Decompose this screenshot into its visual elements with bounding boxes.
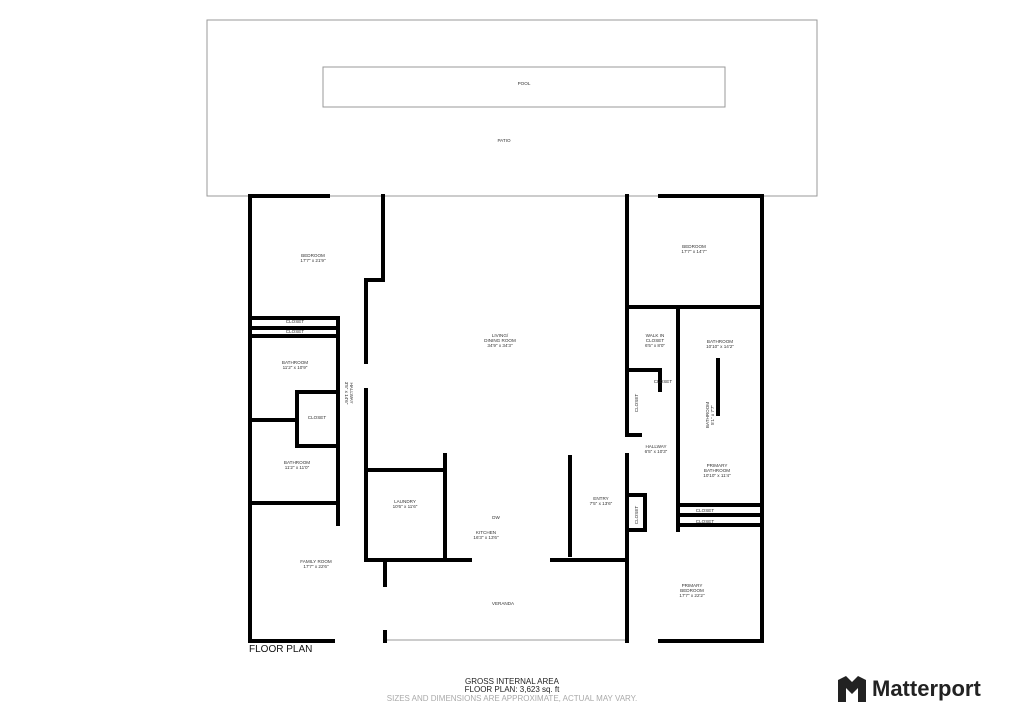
svg-text:BEDROOM: BEDROOM <box>680 588 704 593</box>
svg-text:CLOSET: CLOSET <box>308 415 327 420</box>
svg-text:10'10" x 14'2": 10'10" x 14'2" <box>706 344 734 349</box>
matterport-logo-icon <box>838 676 866 702</box>
svg-text:17'7" x 14'7": 17'7" x 14'7" <box>681 249 707 254</box>
label-living: LIVING/ <box>492 333 509 338</box>
floor-plan-label: FLOOR PLAN <box>249 644 313 655</box>
svg-text:6'5" x 8'0": 6'5" x 8'0" <box>645 343 665 348</box>
label-hallway: HALLWAY <box>349 382 354 403</box>
svg-text:CLOSET: CLOSET <box>654 379 673 384</box>
svg-text:17'7" x 21'9": 17'7" x 21'9" <box>300 258 326 263</box>
label-patio: PATIO <box>497 138 511 143</box>
label-bathroom: BATHROOM <box>282 360 308 365</box>
gia-value: FLOOR PLAN: 3,623 sq. ft <box>464 685 560 694</box>
svg-text:CLOSET: CLOSET <box>634 394 639 413</box>
patio-outline <box>206 19 818 197</box>
label-veranda: VERANDA <box>492 601 515 606</box>
svg-text:11'2" x 10'9": 11'2" x 10'9" <box>283 365 308 370</box>
svg-text:17'7" x 22'2": 17'7" x 22'2" <box>679 593 705 598</box>
label-bathroom: BATHROOM <box>707 339 733 344</box>
svg-text:CLOSET: CLOSET <box>634 506 639 525</box>
label-bathroom: BATHROOM <box>705 402 710 428</box>
svg-text:10'10" x 11'4": 10'10" x 11'4" <box>703 473 731 478</box>
svg-text:BATHROOM: BATHROOM <box>704 468 730 473</box>
label-walk-in-closet: WALK IN <box>646 333 665 338</box>
matterport-logo: Matterport <box>838 676 981 702</box>
svg-text:CLOSET: CLOSET <box>646 338 665 343</box>
pool-outline <box>322 66 726 108</box>
svg-text:16'3" x 13'6": 16'3" x 13'6" <box>473 535 499 540</box>
svg-text:3'5" x 14'6": 3'5" x 14'6" <box>344 382 349 405</box>
svg-text:34'9" x 34'3": 34'9" x 34'3" <box>487 343 513 348</box>
walls <box>248 194 764 643</box>
svg-text:6'5" x 10'3": 6'5" x 10'3" <box>645 449 668 454</box>
gia-title: GROSS INTERNAL AREA <box>465 677 559 686</box>
label-family-room: FAMILY ROOM <box>300 559 332 564</box>
disclaimer: SIZES AND DIMENSIONS ARE APPROXIMATE, AC… <box>386 694 638 703</box>
svg-text:17'7" x 22'6": 17'7" x 22'6" <box>303 564 329 569</box>
label-primary-bedroom: PRIMARY <box>682 583 703 588</box>
label-pool: POOL <box>518 81 531 86</box>
svg-text:11'2" x 11'0": 11'2" x 11'0" <box>285 465 310 470</box>
svg-text:5'1" x 7'7": 5'1" x 7'7" <box>710 405 715 425</box>
svg-text:CLOSET: CLOSET <box>696 519 715 524</box>
label-hallway: HALLWAY <box>645 444 666 449</box>
label-primary-bathroom: PRIMARY <box>707 463 728 468</box>
label-bedroom: BEDROOM <box>301 253 325 258</box>
svg-text:CLOSET: CLOSET <box>286 319 305 324</box>
svg-text:CLOSET: CLOSET <box>696 508 715 513</box>
label-kitchen: KITCHEN <box>476 530 496 535</box>
svg-text:CLOSET: CLOSET <box>286 329 305 334</box>
label-bedroom: BEDROOM <box>682 244 706 249</box>
label-laundry: LAUNDRY <box>394 499 416 504</box>
svg-text:7'5" x 13'6": 7'5" x 13'6" <box>590 501 613 506</box>
label-entry: ENTRY <box>593 496 609 501</box>
svg-text:10'6" x 11'6": 10'6" x 11'6" <box>393 504 418 509</box>
svg-text:DW: DW <box>492 515 500 520</box>
svg-text:DINING ROOM: DINING ROOM <box>484 338 516 343</box>
outdoor-outlines <box>206 19 818 641</box>
label-bathroom: BATHROOM <box>284 460 310 465</box>
room-labels: POOL PATIO BEDROOM 17'7" x 21'9" LIVING/… <box>282 81 734 606</box>
